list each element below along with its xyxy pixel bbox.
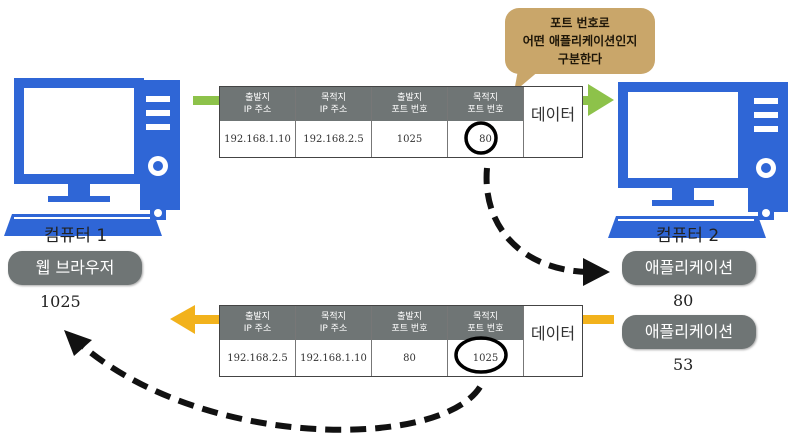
request-arrow [193,84,614,116]
src-port-value: 1025 [396,133,423,145]
computer-2-label: 컴퓨터 2 [656,226,720,246]
response-packet: 출발지 IP 주소 192.168.2.5 목적지 IP 주소 192.168.… [219,305,583,377]
dst-ip-field: 목적지 IP 주소 192.168.1.10 [296,306,372,376]
speech-bubble-text: 포트 번호로 어떤 애플리케이션인지 구분한다 [522,16,638,66]
computer-1-label: 컴퓨터 1 [44,226,108,246]
web-browser-pill: 웹 브라우저 [8,251,142,285]
dst-port-field: 목적지 포트 번호 1025 [448,306,524,376]
application-80-pill: 애플리케이션 [622,251,756,285]
src-port-field: 출발지 포트 번호 1025 [372,87,448,157]
dst-port-header: 목적지 포트 번호 [448,306,523,340]
src-port-value: 80 [403,352,416,364]
src-port-header: 출발지 포트 번호 [372,87,447,121]
web-browser-port: 1025 [40,292,81,311]
src-port-field: 출발지 포트 번호 80 [372,306,448,376]
dst-ip-value: 192.168.1.10 [300,352,367,364]
dst-ip-header: 목적지 IP 주소 [296,87,371,121]
request-packet: 출발지 IP 주소 192.168.1.10 목적지 IP 주소 192.168… [219,86,583,158]
dst-port-value: 1025 [472,352,499,364]
application-80-port: 80 [673,291,694,310]
src-ip-value: 192.168.2.5 [227,352,288,364]
src-ip-value: 192.168.1.10 [224,133,291,145]
dashed-curve-to-app [483,167,589,275]
src-ip-header: 출발지 IP 주소 [220,87,295,121]
dst-ip-header: 목적지 IP 주소 [296,306,371,340]
dashed-curve-to-browser [76,339,483,433]
dst-ip-field: 목적지 IP 주소 192.168.2.5 [296,87,372,157]
computer-1-icon [4,78,180,236]
dashed-curve-to-app-head [583,258,610,286]
application-53-port: 53 [673,355,694,374]
dst-port-header: 목적지 포트 번호 [448,87,523,121]
src-ip-header: 출발지 IP 주소 [220,306,295,340]
application-53-pill: 애플리케이션 [622,315,756,349]
computer-2-icon [608,82,788,238]
src-port-header: 출발지 포트 번호 [372,306,447,340]
dst-port-value: 80 [479,133,492,145]
dashed-curve-to-browser-head [64,330,92,356]
src-ip-field: 출발지 IP 주소 192.168.2.5 [220,306,296,376]
data-cell: 데이터 [530,324,576,343]
dst-port-field: 목적지 포트 번호 80 [448,87,524,157]
dst-ip-value: 192.168.2.5 [303,133,364,145]
data-cell: 데이터 [530,105,576,124]
src-ip-field: 출발지 IP 주소 192.168.1.10 [220,87,296,157]
